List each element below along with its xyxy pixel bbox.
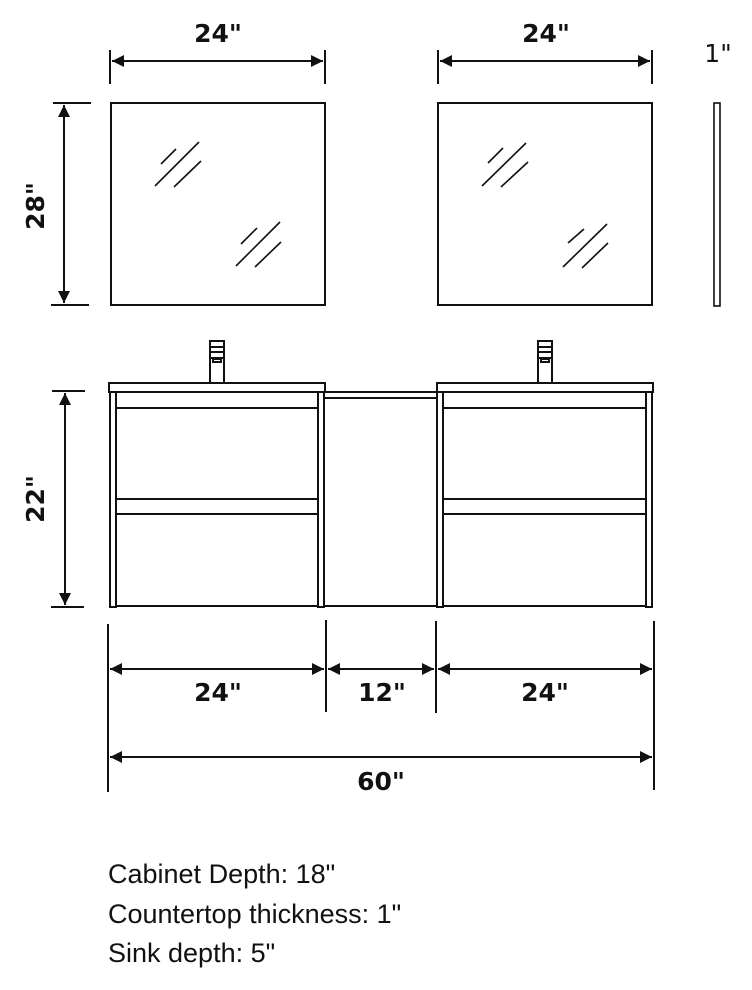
specification-notes: Cabinet Depth: 18" Countertop thickness:… — [108, 855, 401, 974]
segment-width-dimensions — [107, 620, 655, 792]
faucet-icon — [537, 340, 553, 384]
mirror-height-dimension — [51, 102, 91, 306]
mirror-side-profile — [713, 102, 721, 307]
vanity-height-dimension — [51, 390, 85, 608]
faucet-icon — [209, 340, 225, 384]
left-mirror-width-dimension — [109, 50, 326, 84]
glass-reflection-icon — [154, 141, 282, 268]
right-cabinet — [436, 340, 654, 608]
cabinet-depth-note: Cabinet Depth: 18" — [108, 859, 336, 889]
right-mirror — [437, 102, 653, 306]
right-cabinet-width-label: 24" — [521, 678, 569, 707]
vanity-height-label: 22" — [21, 475, 50, 523]
mirror-height-label: 28" — [21, 182, 50, 230]
right-mirror-width-dimension — [437, 50, 653, 84]
total-width-label: 60" — [357, 767, 405, 796]
left-cabinet — [108, 340, 326, 608]
middle-shelf — [325, 391, 436, 607]
left-mirror-width-label: 24" — [194, 19, 242, 48]
left-mirror — [110, 102, 326, 306]
sink-depth-note: Sink depth: 5" — [108, 938, 276, 968]
mirror-thickness-label: 1" — [704, 39, 731, 68]
left-cabinet-width-label: 24" — [194, 678, 242, 707]
right-mirror-width-label: 24" — [522, 19, 570, 48]
countertop-thickness-note: Countertop thickness: 1" — [108, 898, 402, 929]
middle-shelf-width-label: 12" — [358, 678, 406, 707]
glass-reflection-icon — [481, 142, 609, 269]
